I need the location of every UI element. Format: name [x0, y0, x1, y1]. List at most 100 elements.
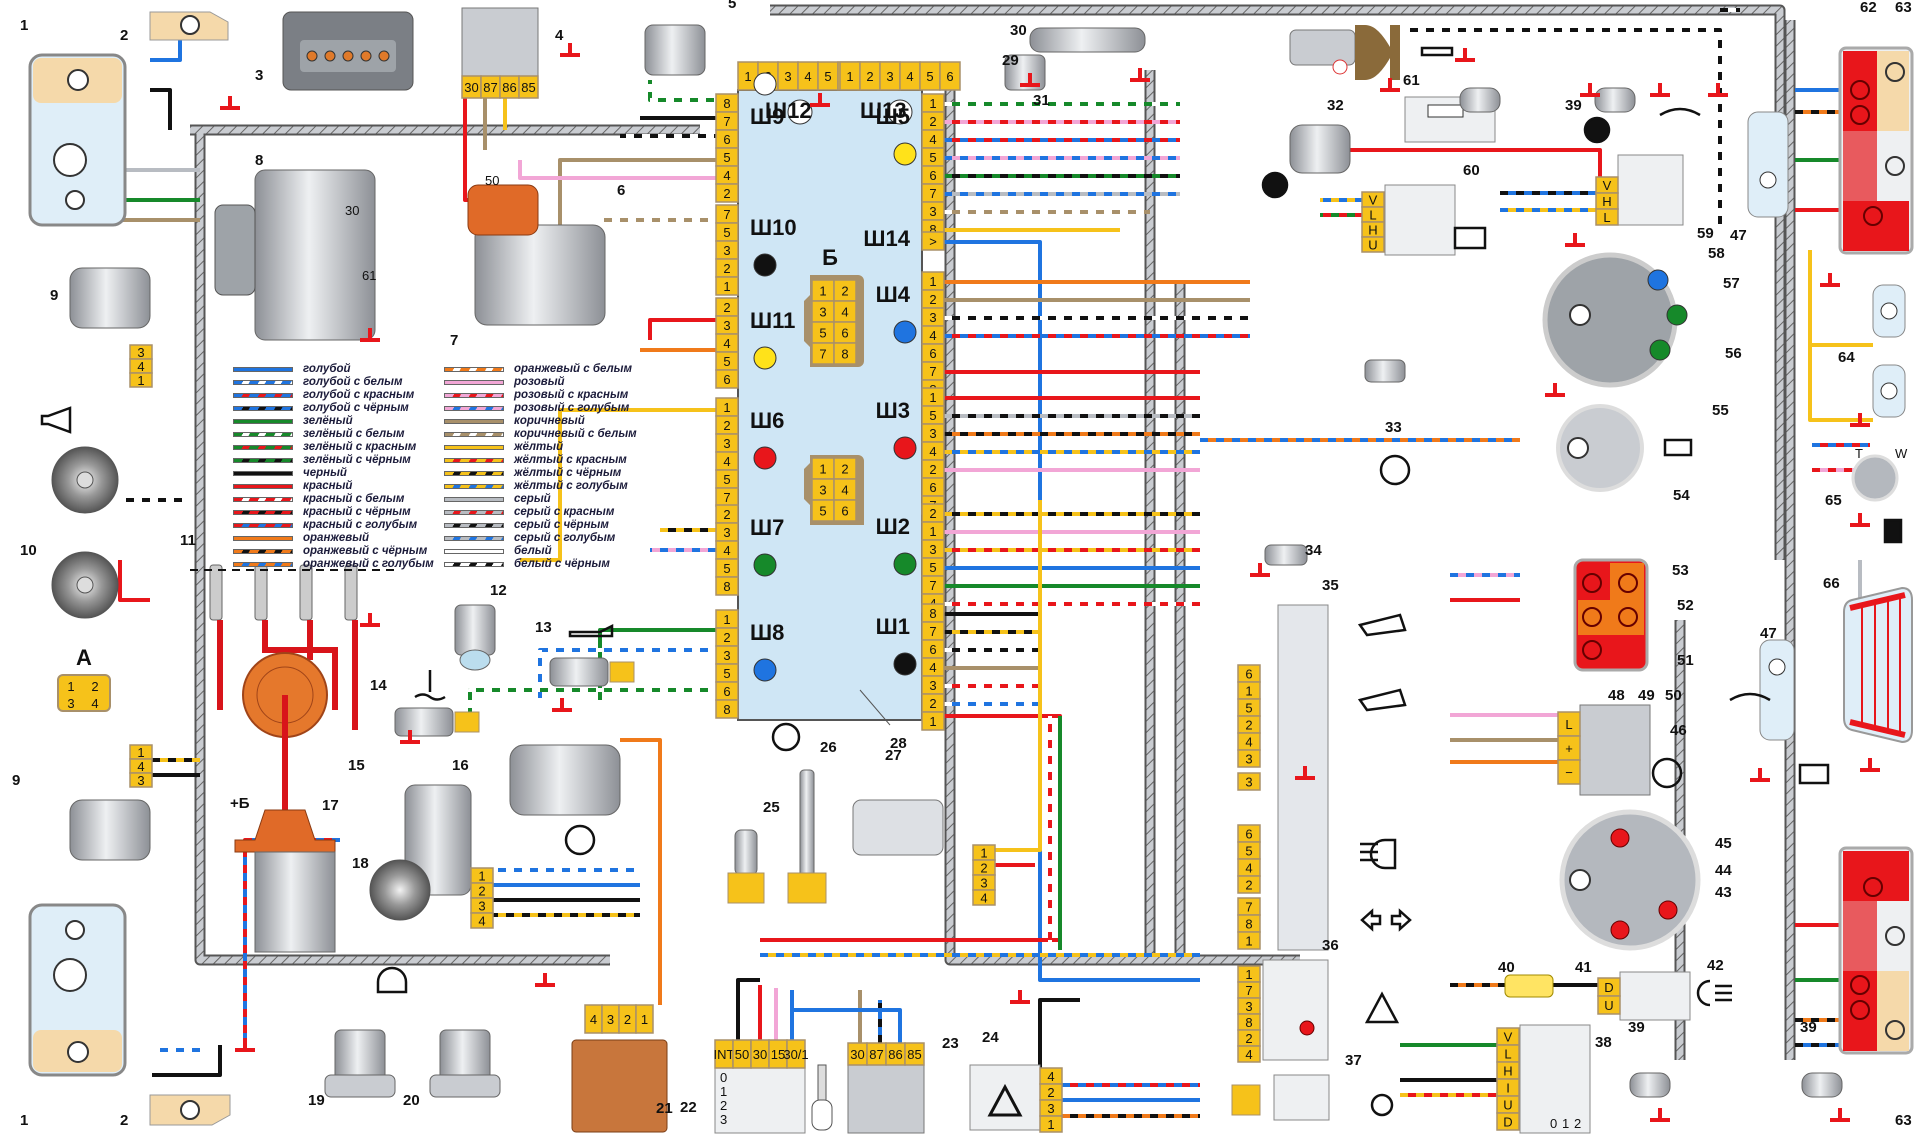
switch-35-pin: 4 — [1237, 732, 1261, 751]
terminal-label: 30 — [345, 203, 359, 218]
wiper-relay-pin: 3 — [972, 874, 996, 891]
switch-35-pin: 5 — [1237, 698, 1261, 717]
component-number-10: 10 — [20, 542, 37, 559]
legend-entry: серый с чёрным — [444, 519, 637, 532]
connector-pin: 3 — [715, 315, 739, 335]
component-number-23: 23 — [942, 1035, 959, 1052]
component-number-12: 12 — [490, 582, 507, 599]
legend-label: оранжевый с голубым — [303, 558, 434, 570]
connector-a-pin: 2 — [91, 679, 98, 694]
hazard-pin: 1 — [1039, 1115, 1063, 1133]
wire-color-swatch — [444, 458, 504, 463]
interior-lamp-47-bottom — [1759, 639, 1795, 741]
legend-label: оранжевый — [303, 532, 370, 544]
legend-label: черный — [303, 467, 347, 479]
connector-pin: 4 — [921, 657, 945, 677]
connector-pin: 3 — [921, 307, 945, 327]
relay-pin-label: 86 — [888, 1047, 902, 1062]
switch-35-pin: 3 — [1237, 772, 1261, 791]
connector-id: Ш8 — [750, 620, 784, 645]
connector-pin: 2 — [921, 503, 945, 523]
switch-59-pin-label: H — [1602, 194, 1611, 209]
ground-symbol — [400, 730, 420, 744]
legend-label: голубой с красным — [303, 389, 415, 401]
connector-pin: 3 — [715, 240, 739, 260]
connector-pin: 5 — [921, 147, 945, 167]
component-number-44: 44 — [1715, 862, 1732, 879]
legend-label: голубой — [303, 363, 351, 375]
relay-socket-pin: 1 — [811, 457, 835, 480]
component-number-39: 39 — [1800, 1019, 1817, 1036]
connector-Ш13: Ш13 — [860, 98, 913, 125]
switch-35-pin-label: 4 — [1245, 861, 1252, 876]
relay-socket-pin-label: 8 — [841, 347, 848, 362]
component-number-61: 61 — [1403, 72, 1420, 89]
wire-color-swatch — [233, 562, 293, 567]
relay-socket-pin-label: 2 — [841, 284, 848, 299]
connector-pin-label: 3 — [723, 436, 730, 451]
switch-38-pin-label: I — [1506, 1081, 1510, 1096]
component-number-46: 46 — [1670, 722, 1687, 739]
connector-pin-label: 4 — [929, 328, 936, 343]
connector-pin-label: 8 — [723, 702, 730, 717]
connector-pin-label: 3 — [929, 542, 936, 557]
connector-pin-label: 6 — [723, 372, 730, 387]
mb-top-pin-label: 5 — [926, 69, 933, 84]
component-number-62: 62 — [1860, 0, 1877, 16]
connector-pin: 2 — [715, 504, 739, 524]
fan-icon-2 — [1583, 116, 1611, 144]
wire — [152, 1045, 222, 1077]
mb-top-pin: 4 — [797, 61, 819, 91]
relay-socket-pin-label: 1 — [819, 284, 826, 299]
legend-entry: зелёный с красным — [233, 441, 434, 454]
headlamp-washer-motor-top — [69, 267, 151, 329]
high-beam-icon — [1360, 838, 1397, 870]
connector-pin-label: 3 — [929, 426, 936, 441]
relay-socket-pin: 4 — [833, 478, 857, 501]
connector-pin-label: 1 — [929, 96, 936, 111]
connector-pin: 1 — [921, 271, 945, 291]
rear-window-heater-66 — [1843, 586, 1913, 744]
component-number-64: 64 — [1838, 349, 1855, 366]
wire-stripe — [538, 648, 716, 700]
component-number-2: 2 — [120, 1112, 128, 1129]
legend-label: голубой с чёрным — [303, 402, 409, 414]
ground-symbol — [1380, 78, 1400, 92]
component-number-31: 31 — [1033, 92, 1050, 109]
ground-symbol — [1295, 766, 1315, 780]
component-number-63: 63 — [1895, 1112, 1912, 1129]
connector-pin: 4 — [921, 325, 945, 345]
relay-46-pin: L — [1557, 711, 1581, 737]
switch-38-pin: U — [1496, 1095, 1520, 1114]
component-number-28: 28 — [890, 735, 907, 752]
relay-pin: 86 — [885, 1042, 906, 1066]
legend-label: серый с красным — [514, 506, 615, 518]
icons — [376, 46, 1903, 1117]
connector-pin: 6 — [921, 477, 945, 497]
component-number-17: 17 — [322, 797, 339, 814]
connector-pin: 8 — [715, 93, 739, 113]
legend-label: розовый с красным — [514, 389, 629, 401]
component-number-58: 58 — [1708, 245, 1725, 262]
switch-60-pin: L — [1361, 206, 1385, 223]
component-number-43: 43 — [1715, 884, 1732, 901]
legend-label: красный — [303, 480, 353, 492]
ignition-position: 0 — [720, 1070, 727, 1085]
component-number-37: 37 — [1345, 1052, 1362, 1069]
commutator-pin-label: 3 — [607, 1012, 614, 1027]
connector-pin: 5 — [715, 147, 739, 167]
horn-icon — [40, 406, 72, 434]
connector-pin-label: 5 — [929, 560, 936, 575]
connector-pin-label: 4 — [929, 132, 936, 147]
wiper-motor-pin: 3 — [470, 897, 494, 914]
mb-top-pin: 5 — [817, 61, 839, 91]
wire — [736, 978, 760, 1040]
connector-pin-label: 5 — [723, 561, 730, 576]
legend-entry: голубой с красным — [233, 389, 434, 402]
relay-pin: 85 — [904, 1042, 925, 1066]
wiper-relay-pin: 4 — [972, 889, 996, 906]
connector-pin-label: 5 — [723, 354, 730, 369]
switch-42-pin-label: D — [1604, 980, 1613, 995]
